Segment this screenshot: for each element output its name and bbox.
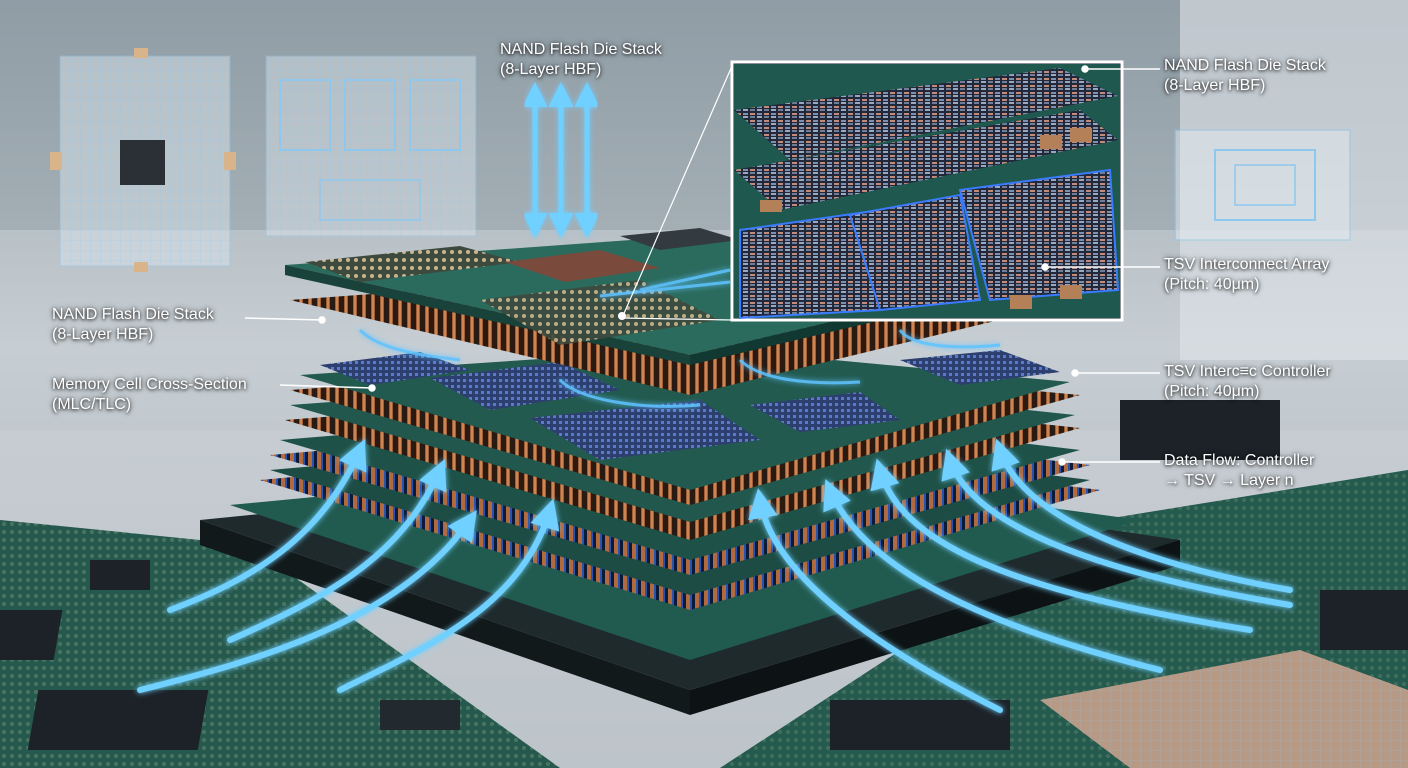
flow-arrow [941, 448, 1293, 608]
label-data-flow-line1: Data Flow: Controller [1164, 452, 1315, 469]
memory-cell-block [320, 352, 470, 385]
top-die-bumps [480, 280, 720, 345]
label-left-cell-line2: (MLC/TLC) [52, 396, 132, 413]
label-top-center-line1: NAND Flash Die Stack [500, 41, 662, 58]
tsv-glow-lines [358, 268, 1001, 408]
blueprint-chip-layout [50, 48, 236, 272]
label-left-stack-line2: (8-Layer HBF) [52, 326, 154, 343]
label-top-center: NAND Flash Die Stack (8-Layer HBF) [500, 40, 662, 80]
left-pcb-board [0, 520, 560, 768]
blueprint-package-right [1122, 129, 1351, 241]
label-tsv-array-line2: (Pitch: 40μm) [1164, 276, 1260, 293]
label-tsv-controller-line2: (Pitch: 40μm) [1164, 383, 1260, 400]
blueprint-schematic [265, 55, 477, 237]
top-die-chip [620, 228, 740, 250]
label-data-flow: Data Flow: Controller → TSV → Layer n [1164, 451, 1314, 491]
label-left-stack-line1: NAND Flash Die Stack [52, 306, 214, 323]
label-left-cell-line1: Memory Cell Cross-Section [52, 376, 247, 393]
label-left-stack: NAND Flash Die Stack (8-Layer HBF) [52, 305, 214, 345]
label-tsv-controller-line1: TSV Interc≡c Controller [1164, 363, 1331, 380]
label-tsv-controller: TSV Interc≡c Controller (Pitch: 40μm) [1164, 362, 1331, 402]
label-top-right: NAND Flash Die Stack (8-Layer HBF) [1164, 56, 1326, 96]
flow-arrow [137, 510, 477, 693]
flow-arrow [748, 488, 1003, 713]
label-top-center-line2: (8-Layer HBF) [500, 61, 602, 78]
flow-arrow [991, 438, 1293, 593]
label-left-cell: Memory Cell Cross-Section (MLC/TLC) [52, 375, 247, 415]
magnified-inset [618, 60, 1124, 322]
right-pcb-board [720, 400, 1408, 768]
memory-cell-block [430, 362, 620, 410]
label-tsv-array: TSV Interconnect Array (Pitch: 40μm) [1164, 255, 1329, 295]
top-die-chip [505, 250, 660, 282]
data-flow-arrows [137, 438, 1293, 713]
flow-arrow [167, 439, 367, 613]
label-top-right-line2: (8-Layer HBF) [1164, 77, 1266, 94]
background-window [1180, 0, 1408, 360]
label-top-right-line1: NAND Flash Die Stack [1164, 57, 1326, 74]
flow-arrow [227, 459, 447, 643]
flow-arrow [823, 478, 1163, 673]
memory-cell-block [900, 350, 1060, 385]
flow-arrow [870, 458, 1253, 633]
memory-cell-block [530, 400, 760, 460]
label-data-flow-line2: → TSV → Layer n [1164, 472, 1294, 489]
background-shelf [0, 0, 1408, 230]
label-tsv-array-line1: TSV Interconnect Array [1164, 256, 1330, 273]
vertical-arrows [522, 82, 600, 238]
memory-cell-block [750, 392, 900, 432]
leader-lines [244, 65, 1160, 466]
flow-arrow [337, 498, 560, 693]
top-die-bumps [305, 246, 520, 282]
